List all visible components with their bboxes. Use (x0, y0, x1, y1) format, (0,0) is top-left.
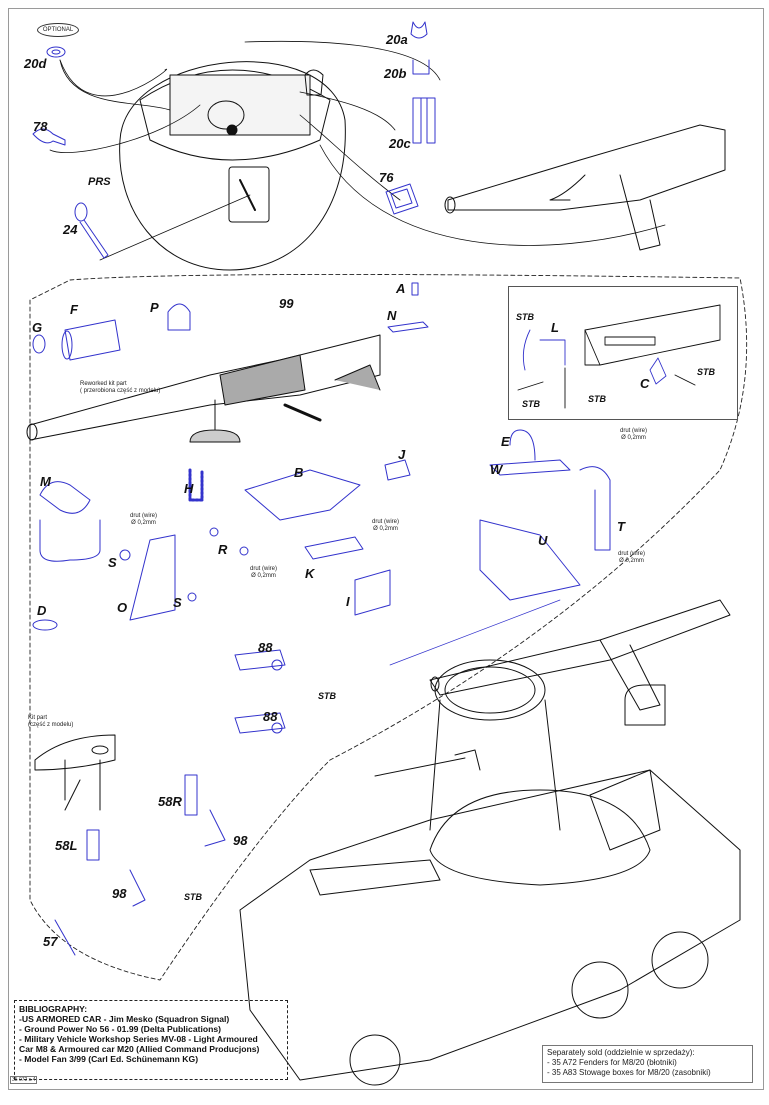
part-label-99: 99 (279, 296, 294, 311)
separately-sold-box: Separately sold (oddzielnie w sprzedaży)… (542, 1045, 753, 1083)
part-label-98: 98 (112, 886, 127, 901)
wire-note: drut (wire)Ø 0,2mm (620, 428, 648, 441)
dashed-boundary (29, 273, 748, 981)
bibliography-title: BIBLIOGRAPHY: (19, 1004, 88, 1014)
part-label-20d: 20d (24, 56, 47, 71)
part-label-w: W (490, 462, 503, 477)
bibliography-item: - Ground Power No 56 - 01.99 (Delta Publ… (19, 1024, 221, 1034)
part-label-n: N (387, 308, 397, 323)
part-label-u: U (538, 533, 548, 548)
optional-badge: OPTIONAL (37, 23, 79, 37)
kit-part-mount (34, 734, 116, 811)
bibliography-box: BIBLIOGRAPHY: -US ARMORED CAR - Jim Mesk… (14, 1000, 288, 1080)
sheet-code: 35 072 s.4 (10, 1076, 38, 1084)
part-label-a: A (396, 281, 406, 296)
separately-sold-item: - 35 A83 Stowage boxes for M8/20 (zasobn… (547, 1068, 711, 1077)
part-label-78: 78 (33, 119, 48, 134)
wire-note: drut (wire)Ø 0,2mm (130, 513, 158, 526)
part-label-f: F (70, 302, 78, 317)
part-label-i: I (346, 594, 350, 609)
turret-leader-lines (49, 40, 666, 261)
part-label-57: 57 (43, 934, 58, 949)
stb-label: STB (184, 892, 202, 902)
stb-label: STB (318, 691, 336, 701)
part-label-20b: 20b (384, 66, 407, 81)
part-label-b: B (294, 465, 304, 480)
part-label-g: G (32, 320, 43, 335)
part-label-k: K (305, 566, 315, 581)
part-label-20c: 20c (389, 136, 411, 151)
separately-sold-title: Separately sold (oddzielnie w sprzedaży)… (547, 1048, 695, 1057)
part-label-24: 24 (63, 222, 78, 237)
part-label-h: H (184, 481, 194, 496)
part-label-o: O (117, 600, 128, 615)
inset-detail-box (508, 286, 738, 420)
machine-gun-99 (26, 334, 381, 443)
wire-note: drut (wire)Ø 0,2mm (250, 566, 278, 579)
part-label-t: T (617, 519, 625, 534)
wire-note: drut (wire)Ø 0,2mm (618, 551, 646, 564)
part-label-c: C (640, 376, 650, 391)
instruction-sheet (8, 8, 764, 1090)
part-label-j: J (398, 447, 406, 462)
wire-note: drut (wire)Ø 0,2mm (372, 519, 400, 532)
part-label-s: S (173, 595, 182, 610)
blue-guide-line (389, 599, 561, 666)
part-label-58r: 58R (158, 794, 182, 809)
part-label-p: P (150, 300, 159, 315)
kit-part-note: Kit part(część z modelu) (28, 715, 74, 728)
stb-label: STB (516, 312, 534, 322)
part-label-l: L (551, 320, 559, 335)
part-label-20a: 20a (386, 32, 408, 47)
stb-label: STB (588, 394, 606, 404)
part-label-prs: PRS (88, 176, 111, 188)
top-parts (32, 21, 436, 259)
part-label-d: D (37, 603, 47, 618)
separately-sold-item: - 35 A72 Fenders for M8/20 (błotniki) (547, 1058, 677, 1067)
part-label-88: 88 (263, 709, 278, 724)
inset-drawing (517, 304, 721, 409)
parts-middle (32, 282, 611, 956)
part-label-76: 76 (379, 170, 394, 185)
part-label-e: E (501, 434, 510, 449)
part-label-88: 88 (258, 640, 273, 655)
part-label-r: R (218, 542, 228, 557)
part-label-m: M (40, 474, 51, 489)
turret-ring-drawing (119, 61, 346, 271)
bibliography-item: -US ARMORED CAR - Jim Mesko (Squadron Si… (19, 1014, 230, 1024)
bibliography-item: Car M8 & Armoured car M20 (Allied Comman… (19, 1044, 260, 1054)
machine-gun-top (444, 124, 726, 251)
bibliography-item: - Model Fan 3/99 (Carl Ed. Schünemann KG… (19, 1054, 199, 1064)
stb-label: STB (697, 367, 715, 377)
part-label-58l: 58L (55, 838, 78, 853)
reworked-note: Reworked kit part( przerobiona część z m… (80, 381, 161, 394)
bibliography-item: - Military Vehicle Workshop Series MV-08… (19, 1034, 258, 1044)
part-label-98: 98 (233, 833, 248, 848)
armored-car-drawing (239, 599, 741, 1086)
part-label-s: S (108, 555, 117, 570)
stb-label: STB (522, 399, 540, 409)
